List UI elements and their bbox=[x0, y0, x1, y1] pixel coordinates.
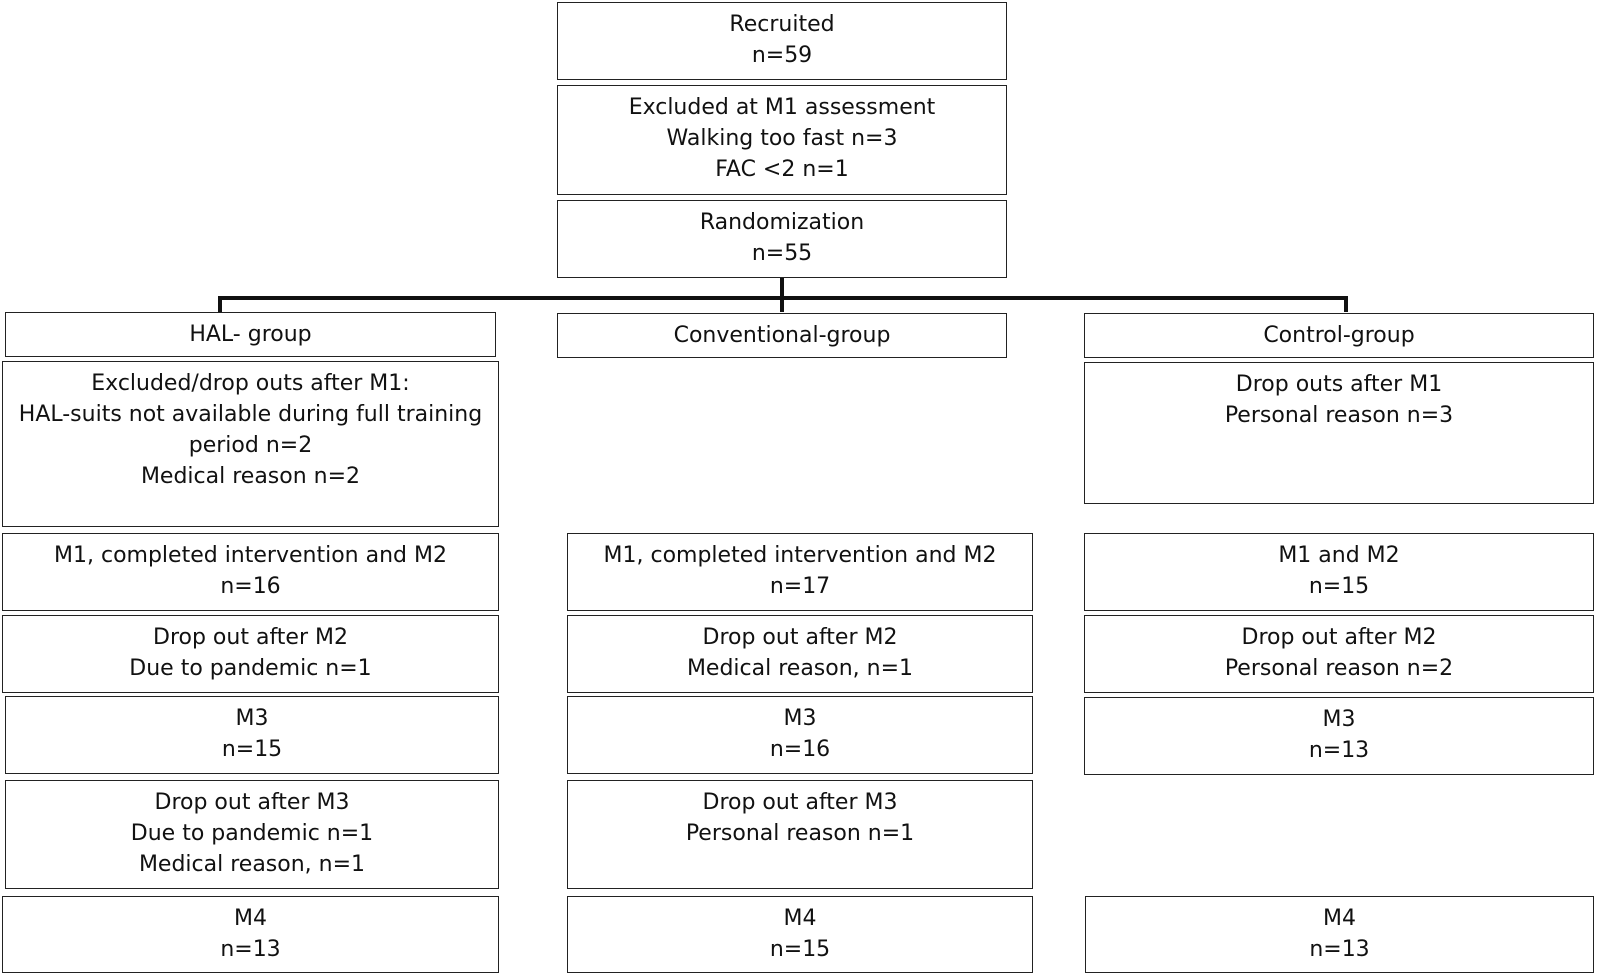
box-line: M3 bbox=[235, 706, 269, 731]
randomization-title: Randomization bbox=[699, 210, 865, 235]
recruited-count: n=59 bbox=[751, 43, 813, 68]
excluded-m1-title: Excluded at M1 assessment bbox=[628, 95, 936, 120]
box-line: M4 bbox=[234, 906, 267, 931]
group-label: HAL- group bbox=[189, 322, 312, 347]
box-line: M4 bbox=[783, 906, 817, 931]
group-label: Control-group bbox=[1263, 323, 1415, 348]
hal-dropout-m2-box: Drop out after M2 Due to pandemic n=1 bbox=[2, 615, 499, 693]
box-line: Due to pandemic n=1 bbox=[130, 821, 374, 846]
box-line: M1, completed intervention and M2 bbox=[603, 543, 997, 568]
box-line: Drop outs after M1 bbox=[1235, 372, 1443, 397]
box-line: n=13 bbox=[1309, 937, 1370, 962]
conventional-group-label: Conventional-group bbox=[557, 313, 1007, 358]
box-line: Drop out after M2 bbox=[1241, 625, 1437, 650]
box-line: n=13 bbox=[220, 937, 281, 962]
control-m1-m2-box: M1 and M2 n=15 bbox=[1084, 533, 1594, 611]
box-line: Drop out after M2 bbox=[702, 625, 898, 650]
hal-group-label: HAL- group bbox=[5, 312, 496, 357]
hal-dropout-m3-box: Drop out after M3 Due to pandemic n=1 Me… bbox=[5, 780, 499, 889]
box-line: Excluded/drop outs after M1: bbox=[91, 371, 410, 396]
recruited-box: Recruited n=59 bbox=[557, 2, 1007, 80]
hal-m4-box: M4 n=13 bbox=[2, 896, 499, 973]
recruited-title: Recruited bbox=[729, 12, 835, 37]
hal-m3-box: M3 n=15 bbox=[5, 696, 499, 774]
box-line: Medical reason n=2 bbox=[140, 464, 361, 489]
box-line: Drop out after M3 bbox=[702, 790, 898, 815]
box-line: Personal reason n=2 bbox=[1224, 656, 1454, 681]
box-line: M1, completed intervention and M2 bbox=[54, 543, 447, 568]
box-line: n=15 bbox=[769, 937, 831, 962]
box-line: M3 bbox=[783, 706, 817, 731]
box-line: Personal reason n=3 bbox=[1224, 403, 1454, 428]
box-line: period n=2 bbox=[188, 433, 313, 458]
box-line: Drop out after M2 bbox=[153, 625, 348, 650]
box-line: M3 bbox=[1322, 707, 1356, 732]
control-m4-box: M4 n=13 bbox=[1085, 896, 1594, 973]
conventional-dropout-m3-box: Drop out after M3 Personal reason n=1 bbox=[567, 780, 1033, 889]
box-line: HAL-suits not available during full trai… bbox=[18, 402, 483, 427]
excluded-m1-reason: FAC <2 n=1 bbox=[715, 157, 849, 182]
box-line: M4 bbox=[1323, 906, 1356, 931]
conventional-m3-box: M3 n=16 bbox=[567, 696, 1033, 774]
control-m3-box: M3 n=13 bbox=[1084, 697, 1594, 775]
box-line: Personal reason n=1 bbox=[685, 821, 915, 846]
box-line: Medical reason, n=1 bbox=[686, 656, 914, 681]
control-dropout-m1-box: Drop outs after M1 Personal reason n=3 bbox=[1084, 362, 1594, 504]
box-line: n=15 bbox=[1308, 574, 1370, 599]
excluded-m1-reason: Walking too fast n=3 bbox=[666, 126, 898, 151]
box-line: Due to pandemic n=1 bbox=[129, 656, 372, 681]
box-line: M1 and M2 bbox=[1278, 543, 1400, 568]
conventional-dropout-m2-box: Drop out after M2 Medical reason, n=1 bbox=[567, 615, 1033, 693]
box-line: n=16 bbox=[220, 574, 281, 599]
randomization-count: n=55 bbox=[751, 241, 813, 266]
control-group-label: Control-group bbox=[1084, 313, 1594, 358]
randomization-box: Randomization n=55 bbox=[557, 200, 1007, 278]
group-label: Conventional-group bbox=[673, 323, 891, 348]
box-line: n=17 bbox=[769, 574, 831, 599]
box-line: Drop out after M3 bbox=[154, 790, 350, 815]
hal-excluded-box: Excluded/drop outs after M1: HAL-suits n… bbox=[2, 361, 499, 527]
hal-m1-m2-box: M1, completed intervention and M2 n=16 bbox=[2, 533, 499, 611]
conventional-m1-m2-box: M1, completed intervention and M2 n=17 bbox=[567, 533, 1033, 611]
control-dropout-m2-box: Drop out after M2 Personal reason n=2 bbox=[1084, 615, 1594, 693]
box-line: n=13 bbox=[1308, 738, 1370, 763]
box-line: n=16 bbox=[769, 737, 831, 762]
conventional-m4-box: M4 n=15 bbox=[567, 896, 1033, 973]
box-line: n=15 bbox=[221, 737, 283, 762]
box-line: Medical reason, n=1 bbox=[138, 852, 366, 877]
excluded-m1-box: Excluded at M1 assessment Walking too fa… bbox=[557, 85, 1007, 195]
